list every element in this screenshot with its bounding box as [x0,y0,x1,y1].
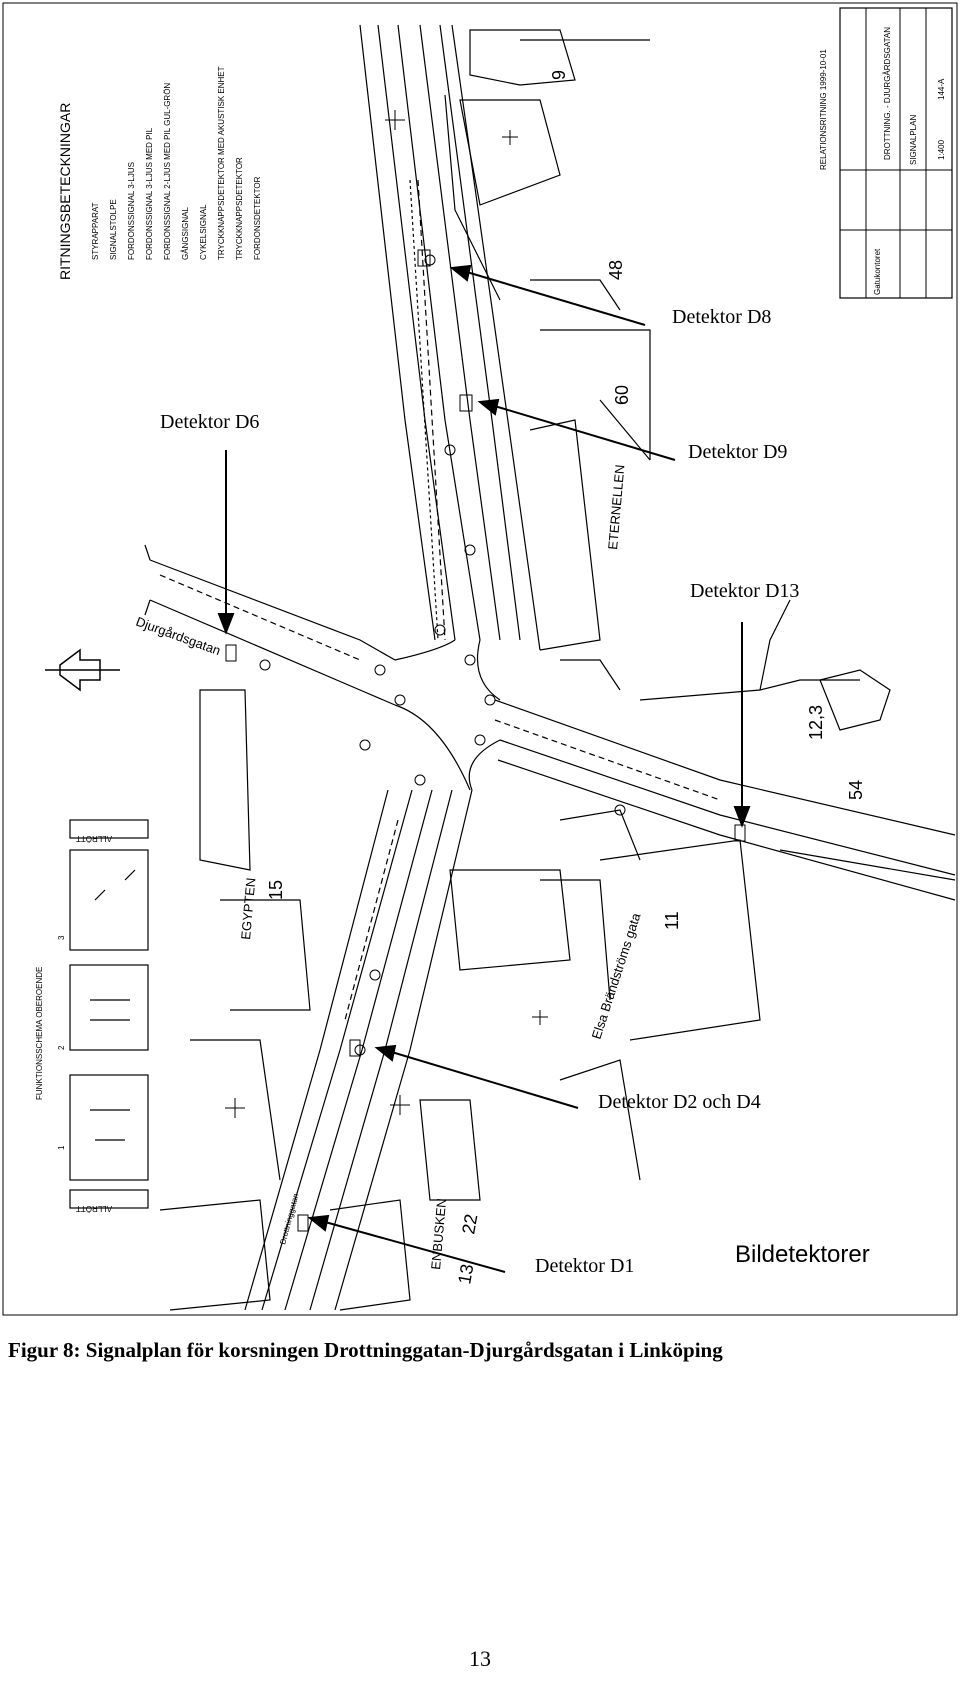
block-number: 48 [606,260,626,280]
legend: RITNINGSBETECKNINGAR STYRAPPARAT SIGNALS… [57,66,262,280]
legend-item: FORDONSSIGNAL 3-LJUS [127,162,136,260]
detector-arrows [217,264,751,1273]
detector-d1-label: Detektor D1 [535,1255,634,1277]
detector-d2-d4-label: Detektor D2 och D4 [598,1091,761,1113]
figure-caption: Figur 8: Signalplan för korsningen Drott… [8,1338,723,1362]
legend-item: CYKELSIGNAL [199,204,208,260]
legend-item: TRYCKKNAPPSDETEKTOR [235,157,244,260]
figure-title: Bildetektorer [735,1241,870,1268]
legend-item: GÅNGSIGNAL [181,207,190,260]
title-block-scale: 1:400 [937,139,946,160]
phase-number: 1 [57,1145,66,1150]
block-number: 11 [662,911,682,930]
title-block: RELATIONSRITNING 1999-10-01 DROTTNING. -… [819,7,953,299]
north-arrow-icon [45,648,120,692]
block-number: 54 [846,780,866,800]
phase-number: 3 [57,935,66,940]
signal-symbols [225,110,746,1232]
block-number: 22 [458,1212,481,1235]
place-egypten: EGYPTEN [238,877,258,940]
legend-item: FORDONSDETEKTOR [253,176,262,260]
allrott-top: ALLRÖTT [76,834,112,843]
block-number: 60 [612,385,632,405]
allrott-bottom: ALLRÖTT [76,1204,112,1213]
place-eternellen: ETERNELLEN [605,464,627,550]
detector-d9-label: Detektor D9 [688,441,787,463]
detector-d8-label: Detektor D8 [672,306,771,328]
detector-d13-label: Detektor D13 [690,580,799,602]
function-schema-heading: FUNKTIONSSCHEMA OBEROENDE [35,967,44,1100]
function-schema [69,819,149,1209]
title-block-heading: RELATIONSRITNING 1999-10-01 [819,49,828,170]
legend-heading: RITNINGSBETECKNINGAR [57,103,73,280]
legend-item: STYRAPPARAT [91,202,100,260]
signal-plan-drawing: Detektor D8 Detektor D6 Detektor D9 Dete… [2,2,958,1316]
street-map [144,24,956,1311]
page-number: 13 [469,1646,491,1671]
title-block-office: Gatukontoret [873,248,882,295]
legend-item: SIGNALSTOLPE [109,199,118,260]
title-block-drawing-no: 144-A [937,78,946,100]
block-number: 9 [549,70,569,80]
block-number: 12,3 [806,705,826,740]
block-number: 13 [454,1262,477,1285]
place-enbusken: ENBUSKEN [428,1198,449,1271]
legend-item: FORDONSSIGNAL 2-LJUS MED PIL GUL-GRÖN [163,83,172,260]
title-block-sheet: SIGNALPLAN [909,115,918,165]
block-number: 15 [266,880,286,900]
legend-item: TRYCKKNAPPSDETEKTOR MED AKUSTISK ENHET [217,66,226,260]
legend-item: FORDONSSIGNAL 3-LJUS MED PIL [145,127,154,260]
phase-number: 2 [57,1045,66,1050]
title-block-street: DROTTNING. - DJURGÅRDSGATAN [883,27,892,160]
detector-d6-label: Detektor D6 [160,411,259,433]
